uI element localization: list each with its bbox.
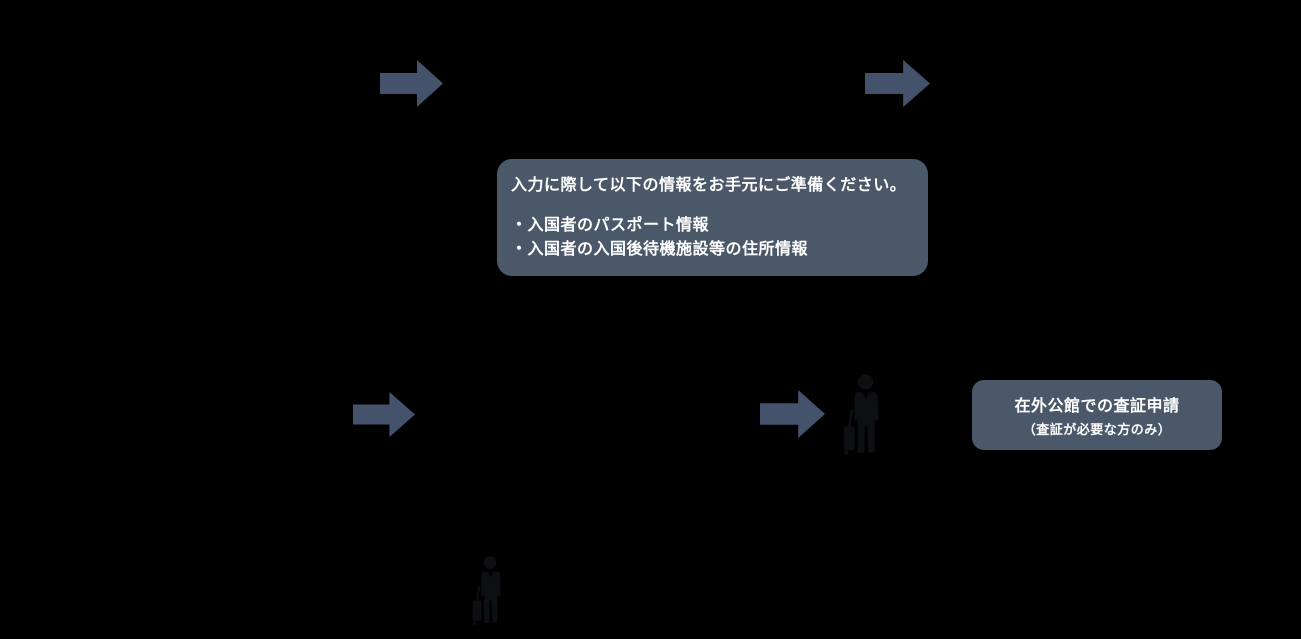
right-arrow-shape — [760, 390, 825, 438]
right-arrow-icon — [380, 60, 443, 107]
preparation-note-intro: 入力に際して以下の情報をお手元にご準備ください。 — [511, 177, 907, 194]
preparation-note-item: ・入国者の入国後待機施設等の住所情報 — [511, 241, 809, 258]
right-arrow-icon — [865, 60, 930, 107]
preparation-note-box: 入力に際して以下の情報をお手元にご準備ください。 ・入国者のパスポート情報 ・入… — [497, 159, 928, 276]
traveler-icon — [472, 556, 505, 625]
right-arrow-shape — [353, 392, 415, 437]
traveler-silhouette — [843, 374, 879, 455]
right-arrow-icon — [353, 392, 415, 437]
right-arrow-icon — [760, 390, 825, 438]
right-arrow-shape — [865, 60, 930, 107]
visa-application-box: 在外公館での査証申請 （査証が必要な方のみ） — [972, 380, 1222, 450]
right-arrow-shape — [380, 60, 443, 107]
visa-application-subtitle: （査証が必要な方のみ） — [1022, 422, 1172, 437]
traveler-silhouette — [472, 556, 501, 625]
preparation-note-item: ・入国者のパスポート情報 — [511, 217, 710, 234]
visa-application-title: 在外公館での査証申請 — [1014, 398, 1180, 415]
traveler-icon — [843, 374, 884, 455]
